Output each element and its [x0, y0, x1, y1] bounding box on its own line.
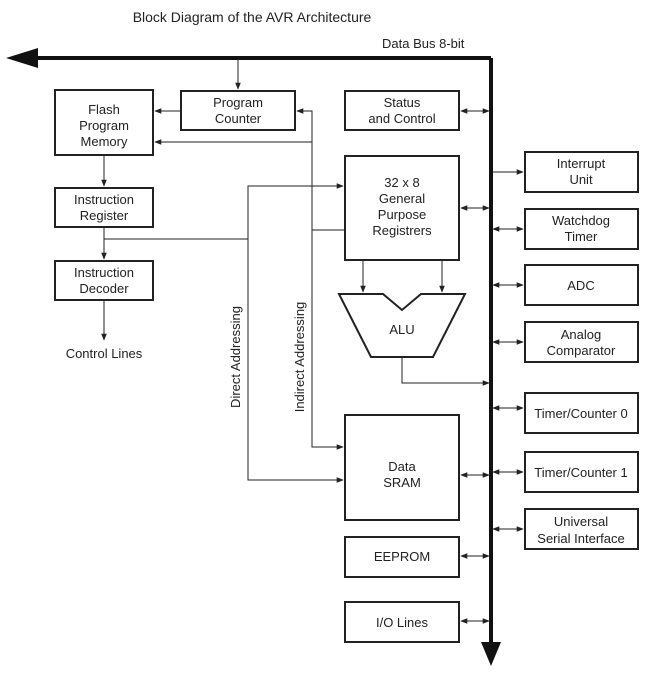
timer-counter-0: Timer/Counter 0: [524, 392, 639, 434]
alu: ALU: [337, 293, 467, 358]
svg-text:Flash: Flash: [88, 102, 120, 117]
svg-text:Purpose: Purpose: [378, 207, 426, 222]
watchdog-timer: Watchdog Timer: [524, 208, 639, 250]
svg-text:Counter: Counter: [215, 111, 262, 126]
control-lines-label: Control Lines: [66, 346, 143, 361]
interrupt-unit: Interrupt Unit: [524, 151, 639, 193]
data-bus-label: Data Bus 8-bit: [382, 36, 465, 51]
svg-text:Serial Interface: Serial Interface: [537, 531, 624, 546]
svg-text:Watchdog: Watchdog: [552, 213, 610, 228]
svg-text:Timer: Timer: [565, 229, 598, 244]
svg-text:EEPROM: EEPROM: [374, 549, 430, 564]
eeprom: EEPROM: [344, 536, 460, 578]
svg-text:Data: Data: [388, 459, 416, 474]
svg-text:Timer/Counter 0: Timer/Counter 0: [534, 406, 627, 421]
direct-addressing-label: Direct Addressing: [228, 306, 243, 408]
analog-comparator: Analog Comparator: [524, 321, 639, 363]
svg-text:Instruction: Instruction: [74, 192, 134, 207]
svg-text:Status: Status: [384, 95, 421, 110]
svg-text:ALU: ALU: [389, 322, 414, 337]
flash-program-memory: Flash Program Memory: [54, 89, 154, 156]
timer-counter-1: Timer/Counter 1: [524, 451, 639, 493]
svg-text:Unit: Unit: [569, 172, 593, 187]
instruction-decoder: Instruction Decoder: [54, 260, 154, 301]
connections: [101, 58, 524, 624]
svg-text:Program: Program: [79, 118, 129, 133]
status-and-control: Status and Control: [344, 90, 460, 131]
svg-text:Interrupt: Interrupt: [557, 156, 606, 171]
data-sram: Data SRAM: [344, 414, 460, 521]
svg-text:Registrers: Registrers: [372, 223, 432, 238]
svg-text:Analog: Analog: [561, 327, 601, 342]
general-purpose-registers: 32 x 8 General Purpose Registrers: [344, 155, 460, 261]
svg-text:Decoder: Decoder: [79, 281, 129, 296]
data-bus: [6, 48, 501, 666]
program-counter: Program Counter: [180, 90, 296, 131]
svg-text:32 x 8: 32 x 8: [384, 175, 419, 190]
svg-text:I/O Lines: I/O Lines: [376, 615, 429, 630]
svg-text:Universal: Universal: [554, 514, 608, 529]
svg-text:Register: Register: [80, 208, 129, 223]
io-lines: I/O Lines: [344, 601, 460, 643]
svg-text:Timer/Counter 1: Timer/Counter 1: [534, 465, 627, 480]
adc: ADC: [524, 264, 639, 306]
diagram-title: Block Diagram of the AVR Architecture: [133, 9, 372, 25]
svg-text:SRAM: SRAM: [383, 475, 421, 490]
svg-text:Memory: Memory: [81, 134, 128, 149]
instruction-register: Instruction Register: [54, 187, 154, 228]
svg-text:General: General: [379, 191, 425, 206]
svg-text:Comparator: Comparator: [547, 343, 616, 358]
indirect-addressing-label: Indirect Addressing: [292, 302, 307, 413]
svg-text:and Control: and Control: [368, 111, 435, 126]
svg-text:Instruction: Instruction: [74, 265, 134, 280]
svg-text:Program: Program: [213, 95, 263, 110]
svg-text:ADC: ADC: [567, 278, 594, 293]
universal-serial-interface: Universal Serial Interface: [524, 508, 639, 550]
